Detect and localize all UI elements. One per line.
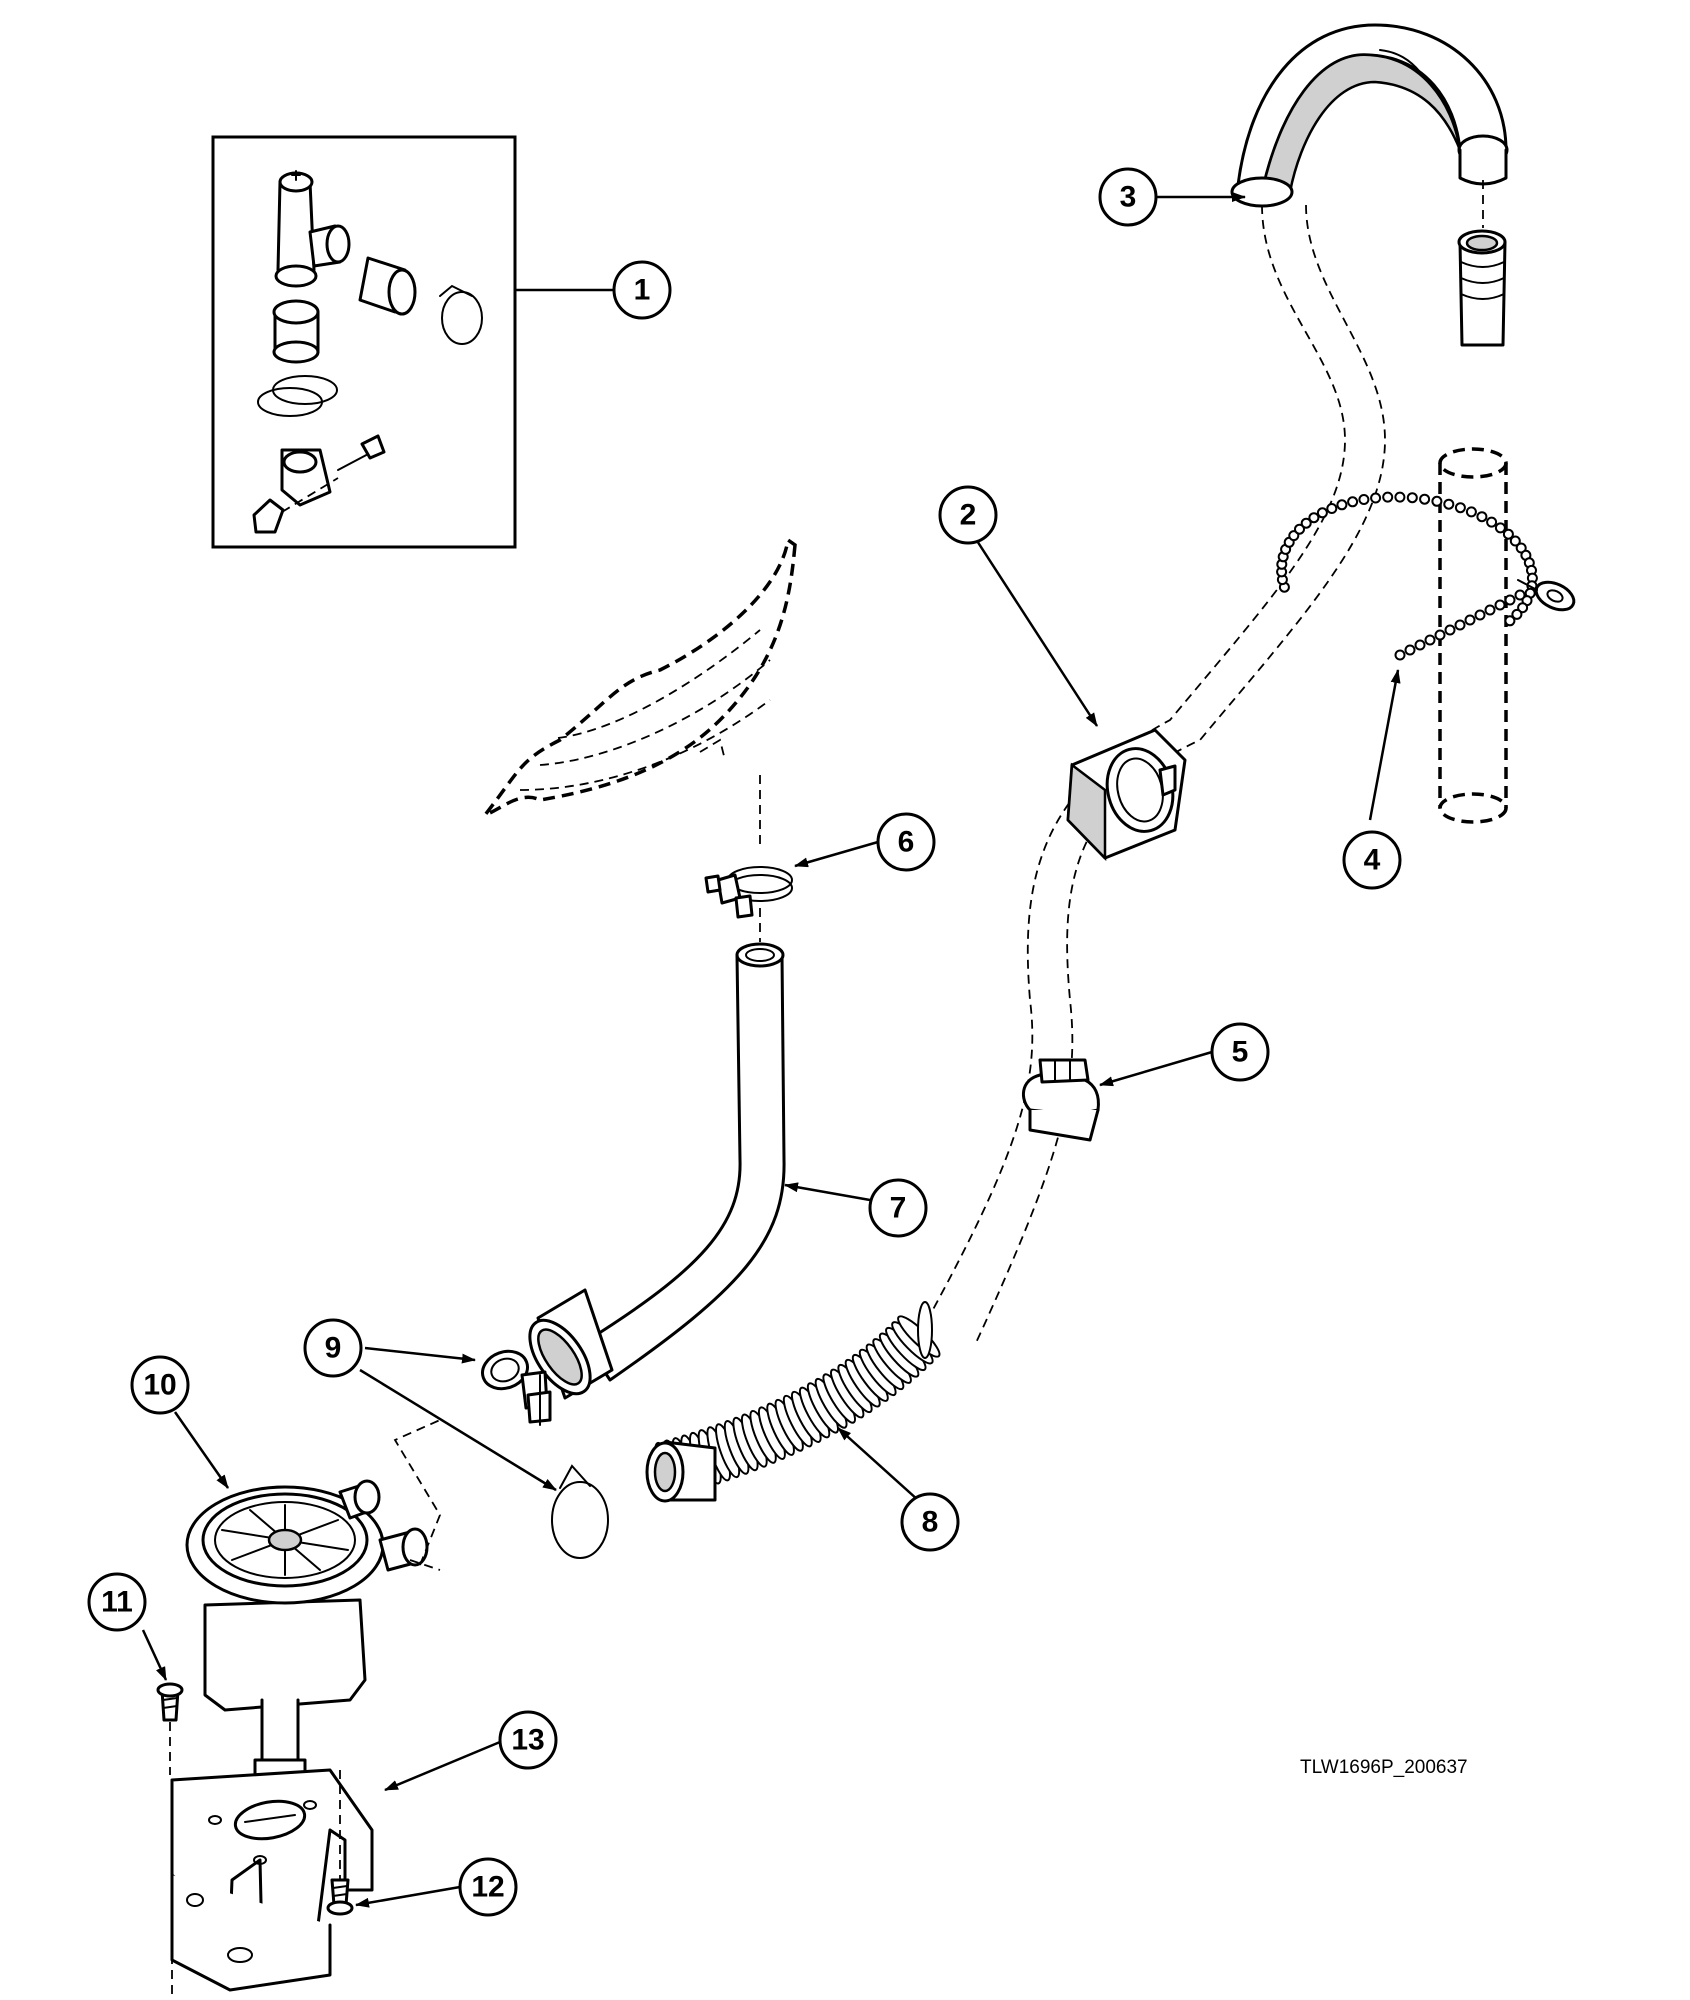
callout-2-label: 2 — [960, 499, 977, 532]
part-13-bracket — [170, 1768, 374, 2000]
callout-6: 6 — [876, 812, 936, 872]
callout-9-label: 9 — [325, 1332, 342, 1365]
callout-12: 12 — [458, 1857, 518, 1917]
part-5-clip — [1021, 1058, 1100, 1142]
chain-bead — [1504, 594, 1516, 606]
chain-bead — [1454, 502, 1466, 514]
callout-11: 11 — [87, 1572, 147, 1632]
chain-bead — [1434, 629, 1446, 641]
callout-7-label: 7 — [890, 1192, 907, 1225]
hose-end-insert — [1457, 180, 1507, 347]
hose-opening-inner — [653, 1451, 677, 1493]
callout-7: 7 — [868, 1178, 928, 1238]
part-9-clamp-upper — [481, 1349, 552, 1426]
callout-13: 13 — [498, 1710, 558, 1770]
chain-bead — [1484, 604, 1496, 616]
callout-10-label: 10 — [143, 1369, 176, 1402]
chain-bead — [1424, 634, 1436, 646]
chain-bead — [1316, 507, 1328, 519]
chain-eyelet — [1517, 579, 1576, 612]
chain-bead — [1464, 614, 1476, 626]
chain-bead — [1502, 528, 1514, 540]
callout-8: 8 — [900, 1492, 960, 1552]
chain-bead — [1336, 499, 1348, 511]
callout-5-label: 5 — [1232, 1036, 1249, 1069]
chain-bead — [1419, 493, 1431, 505]
chain-bead — [1358, 494, 1370, 505]
part-9-spring-clamp-lower — [551, 1464, 609, 1559]
chain-bead — [1443, 498, 1455, 510]
callout-5: 5 — [1210, 1022, 1270, 1082]
part-11-screw — [156, 1682, 184, 1775]
chain-bead — [1494, 599, 1506, 611]
callout-1: 1 — [612, 260, 672, 320]
callout-6-label: 6 — [898, 826, 915, 859]
part-6-hose-clamp — [704, 866, 793, 919]
callout-9: 9 — [303, 1318, 363, 1378]
callout-3: 3 — [1098, 167, 1158, 227]
chain-bead — [1347, 496, 1359, 508]
chain-bead — [1294, 523, 1305, 535]
callout-11-label: 11 — [101, 1586, 133, 1619]
callout-4-label: 4 — [1364, 844, 1381, 877]
chain-bead — [1300, 517, 1312, 529]
chain-bead — [1474, 609, 1486, 621]
chain-bead — [1444, 624, 1456, 636]
part-7-elbow-hose — [528, 908, 786, 1400]
callout-10: 10 — [130, 1355, 190, 1415]
chain-bead — [1486, 516, 1498, 528]
chain-bead — [1370, 492, 1382, 504]
callout-1-label: 1 — [634, 274, 651, 307]
kit-box-frame — [211, 135, 517, 549]
chain-bead — [1326, 503, 1338, 514]
chain-bead — [1308, 512, 1320, 524]
part-12-screw — [326, 1878, 354, 1916]
chain-bead — [1504, 615, 1516, 627]
tub-outline — [480, 536, 797, 850]
hose-rib — [917, 1301, 933, 1359]
chain-bead — [1394, 491, 1406, 503]
part-2-hose-clip — [1066, 728, 1187, 862]
chain-bead — [1382, 491, 1394, 503]
chain-bead — [1511, 608, 1523, 620]
part-10-pump — [185, 1479, 441, 1812]
chain-bead — [1476, 511, 1488, 523]
chain-bead — [1517, 602, 1529, 614]
chain-bead — [1454, 619, 1466, 631]
chain-bead — [1494, 522, 1506, 534]
callout-12-label: 12 — [471, 1871, 504, 1904]
chain-bead — [1414, 639, 1426, 651]
callout-4: 4 — [1342, 830, 1402, 890]
chain-bead — [1514, 589, 1526, 601]
part-1-kit — [211, 135, 517, 549]
chain-bead — [1431, 495, 1443, 507]
drawing-reference-code: TLW1696P_200637 — [1300, 1757, 1468, 1778]
part-3-hose-guide — [1230, 23, 1509, 208]
chain-bead — [1465, 506, 1477, 518]
callout-13-label: 13 — [511, 1724, 544, 1757]
chain-bead — [1509, 535, 1521, 547]
standpipe-outline — [1438, 447, 1508, 824]
callout-2: 2 — [938, 485, 998, 545]
leader-lines — [141, 192, 1401, 1908]
callout-8-label: 8 — [922, 1506, 939, 1539]
part-8-corrugated-hose — [645, 1301, 941, 1503]
part-4-ball-chain — [1276, 491, 1538, 661]
chain-bead — [1394, 649, 1406, 661]
chain-bead — [1404, 644, 1416, 656]
chain-bead — [1406, 492, 1418, 504]
pump-connection-dash — [393, 1419, 442, 1566]
callout-3-label: 3 — [1120, 181, 1137, 214]
